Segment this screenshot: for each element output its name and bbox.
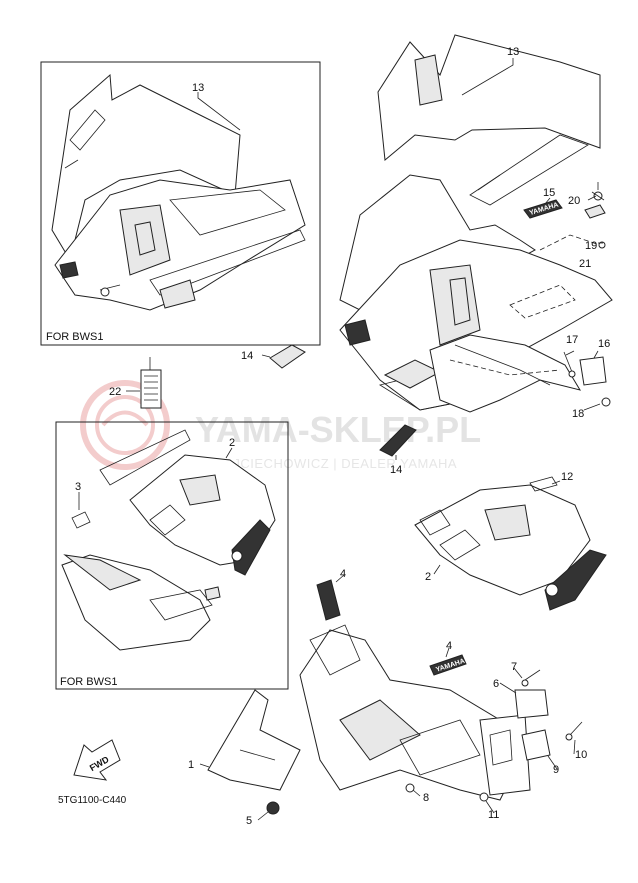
front-fender-assembly: YAMAHA YAMAHA xyxy=(199,574,583,821)
callout-5: 5 xyxy=(246,815,252,827)
inset-box-top-label: FOR BWS1 xyxy=(46,331,103,343)
callout-13b: 13 xyxy=(507,46,519,58)
inset-box-mid: FOR BWS1 xyxy=(55,421,289,690)
callout-2a: 2 xyxy=(229,437,235,449)
callout-11: 11 xyxy=(488,809,499,821)
windscreen-decal-part xyxy=(377,34,601,161)
side-decal-part-1 xyxy=(207,689,301,791)
decal-14-upper xyxy=(269,344,306,369)
yamaha-decal-4a xyxy=(316,579,341,621)
callout-8: 8 xyxy=(423,792,429,804)
callout-19: 19 xyxy=(585,240,597,252)
watermark-brand: YAMA-SKLEP.PL xyxy=(195,409,481,450)
callout-14a: 14 xyxy=(241,350,253,362)
center-cover-assembly xyxy=(414,476,607,611)
callout-3: 3 xyxy=(75,481,81,493)
callout-9: 9 xyxy=(553,764,559,776)
callout-18: 18 xyxy=(572,408,584,420)
callout-1: 1 xyxy=(188,759,194,771)
callout-4b: 4 xyxy=(446,640,452,652)
main-cowl-assembly: YAMAHA xyxy=(261,34,613,460)
diagram-code: 5TG1100-C440 xyxy=(58,795,127,806)
inset-box-mid-label: FOR BWS1 xyxy=(60,676,117,688)
callout-10: 10 xyxy=(575,749,587,761)
callout-16: 16 xyxy=(598,338,610,350)
watermark: YAMA-SKLEP.PL WOJCIECHOWICZ | DEALER YAM… xyxy=(80,380,481,471)
callout-6: 6 xyxy=(493,678,499,690)
plate-16 xyxy=(579,356,607,386)
callout-21: 21 xyxy=(579,258,591,270)
callout-15: 15 xyxy=(543,187,555,199)
callout-22: 22 xyxy=(109,386,121,398)
inset-box-top: FOR BWS1 xyxy=(40,61,321,346)
callout-7: 7 xyxy=(511,661,517,673)
callout-17: 17 xyxy=(566,334,578,346)
callout-12: 12 xyxy=(561,471,573,483)
front-cowl-part xyxy=(54,179,306,311)
callout-13a: 13 xyxy=(192,82,204,94)
windscreen-part xyxy=(51,73,241,262)
center-cover-part xyxy=(414,484,591,596)
callout-20: 20 xyxy=(568,195,580,207)
decal-14-lower xyxy=(379,424,417,457)
callout-14b: 14 xyxy=(390,464,402,476)
yamaha-decal-4b xyxy=(429,654,467,676)
watermark-tagline: WOJCIECHOWICZ | DEALER YAMAHA xyxy=(210,456,457,471)
callout-labels: 13 13 15 20 19 21 14 14 17 16 18 22 2 2 … xyxy=(75,46,610,827)
callout-4a: 4 xyxy=(340,568,346,580)
tag-part-22 xyxy=(126,357,162,409)
fwd-arrow-icon: FWD xyxy=(73,739,121,781)
callout-2b: 2 xyxy=(425,571,431,583)
